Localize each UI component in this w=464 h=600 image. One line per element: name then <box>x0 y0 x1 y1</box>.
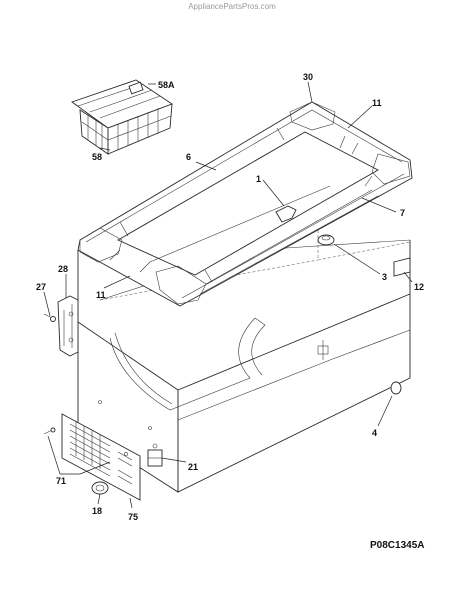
callout-21: 21 <box>188 462 198 472</box>
storage-basket <box>71 79 173 155</box>
site-watermark: AppliancePartsPros.com <box>188 2 276 11</box>
callout-1: 1 <box>256 174 261 184</box>
grille-screw <box>43 427 56 435</box>
callout-75: 75 <box>128 512 138 522</box>
callout-11-bottom: 11 <box>96 290 106 300</box>
leveling-leg <box>390 381 402 395</box>
callout-58A: 58A <box>158 80 175 90</box>
leader-lines <box>43 81 413 509</box>
callout-7: 7 <box>400 208 405 218</box>
label-plate <box>393 257 411 277</box>
callout-18: 18 <box>92 506 102 516</box>
callout-3: 3 <box>382 272 387 282</box>
cabinet-body <box>77 160 411 493</box>
front-grille <box>61 413 141 501</box>
thermostat-knob <box>91 481 109 495</box>
hinge-bracket <box>57 295 79 357</box>
callout-28: 28 <box>58 264 68 274</box>
callout-58: 58 <box>92 152 102 162</box>
callout-71: 71 <box>56 476 66 486</box>
diagram-code: P08C1345A <box>370 540 424 551</box>
callout-4: 4 <box>372 428 377 438</box>
screw-27 <box>43 313 56 322</box>
callout-6: 6 <box>186 152 191 162</box>
drain-plug <box>317 234 335 246</box>
callout-27: 27 <box>36 282 46 292</box>
callout-30: 30 <box>303 72 313 82</box>
callout-12: 12 <box>414 282 424 292</box>
breaker-strip-frame <box>77 101 413 307</box>
callouts: 58A 58 30 11 6 1 7 3 12 28 27 11 4 21 71… <box>36 72 424 522</box>
callout-11-top: 11 <box>372 98 382 108</box>
